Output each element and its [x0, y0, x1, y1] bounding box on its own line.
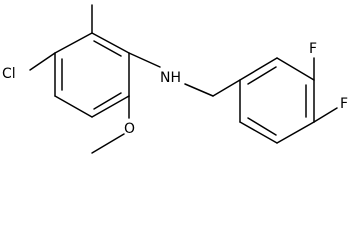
chemical-structure: Cl NH F F O — [2, 4, 348, 154]
aniline-ring — [54, 32, 130, 118]
fluorine-right-bond — [313, 107, 338, 123]
double-bond-inner — [93, 40, 122, 57]
bond — [91, 32, 130, 54]
benzyl-bond — [212, 79, 241, 97]
amine-bond-right — [184, 83, 214, 97]
amine-bond-left — [128, 52, 161, 68]
chlorine-bond — [29, 52, 56, 71]
bond — [239, 121, 278, 144]
bond — [91, 95, 130, 118]
fluorine-top-label: F — [309, 41, 317, 57]
methoxy-methyl-bond — [91, 133, 125, 154]
bond — [276, 57, 315, 81]
methoxy-oxygen-label: O — [124, 121, 135, 137]
bond — [54, 32, 93, 54]
structure-canvas: Cl NH F F O — [2, 4, 348, 154]
fluorine-right-label: F — [340, 96, 348, 112]
double-bond-inner — [247, 66, 277, 85]
double-bond-inner — [93, 92, 122, 110]
bond — [54, 95, 93, 118]
bond — [239, 57, 278, 81]
chlorine-label: Cl — [2, 66, 16, 82]
amine-label: NH — [160, 70, 181, 86]
bond — [276, 121, 315, 144]
double-bond-inner — [247, 117, 277, 136]
difluorophenyl-ring — [239, 57, 315, 144]
